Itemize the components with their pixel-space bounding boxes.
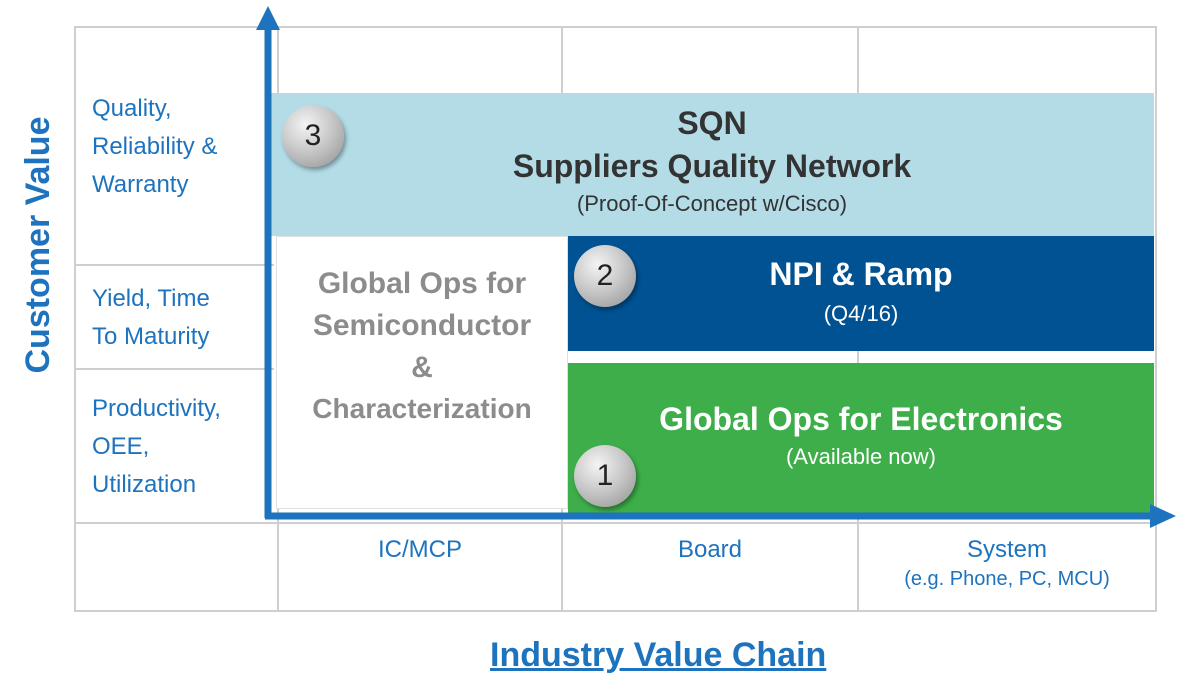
column-label-text: Board	[677, 536, 743, 563]
grid-line	[74, 610, 1157, 612]
grid-line	[74, 26, 76, 612]
row-label-yield: Yield, Time To Maturity	[92, 285, 210, 350]
sqn-subtitle: Suppliers Quality Network	[512, 148, 912, 184]
row-label-productivity: Productivity, OEE, Utilization	[92, 395, 221, 498]
grid-line	[1155, 26, 1157, 612]
column-label-text: System	[966, 536, 1047, 563]
npi-ramp-box: NPI & Ramp (Q4/16)	[568, 236, 1154, 351]
npi-note: (Q4/16)	[823, 301, 899, 326]
sqn-box: SQN Suppliers Quality Network (Proof-Of-…	[270, 93, 1154, 236]
grid-line	[74, 26, 1157, 28]
marker-1: 1	[574, 445, 636, 507]
electronics-box: Global Ops for Electronics (Available no…	[568, 363, 1154, 517]
grid-line	[74, 522, 1157, 524]
sqn-note: (Proof-Of-Concept w/Cisco)	[576, 191, 848, 216]
semiconductor-line-4: Characterization	[312, 393, 532, 424]
electronics-note: (Available now)	[785, 444, 936, 469]
row-label-quality: Quality, Reliability & Warranty	[92, 95, 218, 198]
column-label-board: Board	[563, 536, 857, 564]
semiconductor-line-1: Global Ops for	[317, 267, 527, 300]
column-label-system: System (e.g. Phone, PC, MCU)	[859, 536, 1155, 591]
grid-line	[74, 264, 274, 266]
electronics-title: Global Ops for Electronics	[659, 401, 1063, 437]
y-axis-arrowhead	[256, 6, 280, 30]
semiconductor-box: Global Ops for Semiconductor & Character…	[276, 236, 568, 509]
marker-2: 2	[574, 245, 636, 307]
column-label-ic-mcp: IC/MCP	[279, 536, 561, 564]
sqn-title: SQN	[677, 105, 747, 141]
column-label-text: IC/MCP	[378, 536, 462, 563]
column-sublabel-text: (e.g. Phone, PC, MCU)	[904, 568, 1110, 590]
semiconductor-line-2: Semiconductor	[312, 309, 532, 342]
semiconductor-line-3: &	[411, 351, 433, 384]
marker-3: 3	[282, 105, 344, 167]
x-axis-title: Industry Value Chain	[490, 636, 827, 674]
y-axis-title: Customer Value	[19, 116, 57, 374]
grid-line	[74, 368, 274, 370]
npi-title: NPI & Ramp	[769, 256, 953, 292]
x-axis-arrowhead	[1150, 504, 1176, 528]
